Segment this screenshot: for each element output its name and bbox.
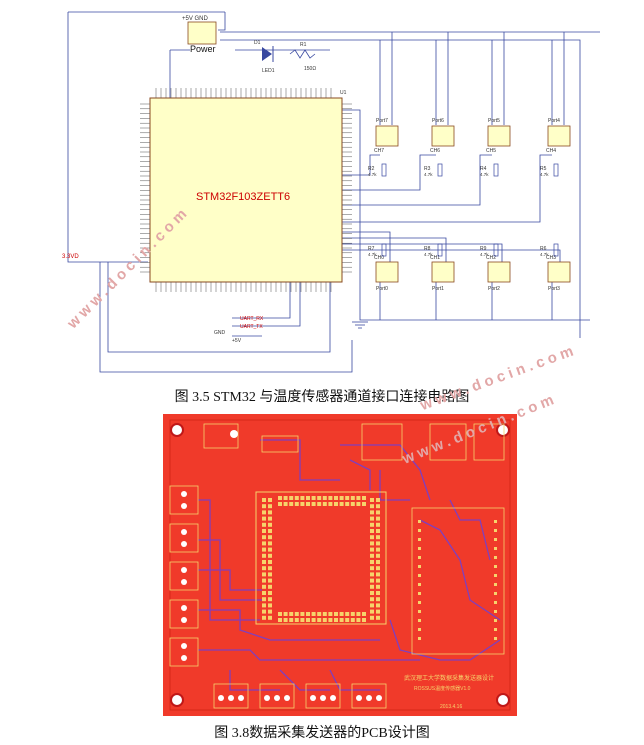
svg-text:U1: U1 <box>340 90 347 96</box>
power-connector <box>187 21 217 45</box>
pullup-resistor <box>493 163 499 177</box>
chip-label: CH2 <box>486 255 496 261</box>
schematic-figure: +5V GND Power D1 LED1 R1 150Ω STM32F103Z… <box>62 11 600 373</box>
pcb-sensor-connector <box>169 561 199 591</box>
svg-text:2013.4.16: 2013.4.16 <box>440 704 462 710</box>
pullup-resistor <box>553 243 559 257</box>
svg-text:LED1: LED1 <box>262 68 275 74</box>
svg-text:D1: D1 <box>254 40 261 46</box>
pcb-bottom-connector <box>213 683 249 709</box>
resistor-r1 <box>289 49 316 59</box>
figure2-caption: 图 3.8数据采集发送器的PCB设计图 <box>214 726 430 741</box>
pcb-mcu-footprint <box>255 491 387 625</box>
svg-text:R1: R1 <box>300 42 307 48</box>
mcu-chip <box>149 97 343 283</box>
pullup-resistor <box>381 163 387 177</box>
chip-label: CH0 <box>374 255 384 261</box>
res-value: 4.7k <box>540 252 549 257</box>
res-value: 4.7k <box>368 172 377 177</box>
pullup-resistor <box>553 163 559 177</box>
svg-text:3.3VD: 3.3VD <box>62 254 79 260</box>
sensor-connector <box>547 125 571 147</box>
pcb-bottom-connector <box>305 683 341 709</box>
res-value: 4.7k <box>480 252 489 257</box>
led-symbol <box>262 47 272 61</box>
pcb-board <box>163 414 517 716</box>
board-version-text: ROSSUS温度传感器V1.0 <box>414 685 471 692</box>
pullup-resistor <box>493 243 499 257</box>
res-ref: R7 <box>368 246 375 252</box>
port-label: Port5 <box>488 118 500 124</box>
port-label: Port6 <box>432 118 444 124</box>
pcb-bottom-connector <box>259 683 295 709</box>
sensor-connector <box>487 261 511 283</box>
pcb-sensor-connector <box>169 485 199 515</box>
chip-label: CH1 <box>430 255 440 261</box>
chip-label: CH7 <box>374 148 384 154</box>
pcb-sensor-connector <box>169 599 199 629</box>
figure1-caption: 图 3.5 STM32 与温度传感器通道接口连接电路图 <box>174 390 470 405</box>
pullup-resistor <box>437 243 443 257</box>
res-ref: R6 <box>540 246 547 252</box>
sensor-connector <box>431 261 455 283</box>
res-value: 4.7k <box>540 172 549 177</box>
sensor-connector <box>375 125 399 147</box>
res-value: 4.7k <box>424 252 433 257</box>
power-label: Power <box>190 44 216 54</box>
chip-label: CH4 <box>546 148 556 154</box>
sensor-connector <box>375 261 399 283</box>
res-ref: R9 <box>480 246 487 252</box>
port-label: Port0 <box>376 286 388 292</box>
pullup-resistor <box>437 163 443 177</box>
res-ref: R8 <box>424 246 431 252</box>
res-ref: R3 <box>424 166 431 172</box>
svg-text:150Ω: 150Ω <box>304 66 316 72</box>
res-value: 4.7k <box>424 172 433 177</box>
pullup-resistor <box>381 243 387 257</box>
mcu-label: STM32F103ZETT6 <box>196 191 290 203</box>
port-label: Port3 <box>548 286 560 292</box>
port-label: Port1 <box>432 286 444 292</box>
res-ref: R5 <box>540 166 547 172</box>
pcb-sensor-connector <box>169 637 199 667</box>
res-value: 4.7k <box>480 172 489 177</box>
board-title-text: 武汉理工大学数据采集发送器设计 <box>404 674 494 682</box>
chip-label: CH3 <box>546 255 556 261</box>
res-ref: R4 <box>480 166 487 172</box>
port-label: Port4 <box>548 118 560 124</box>
sensor-connector <box>487 125 511 147</box>
port-label: Port2 <box>488 286 500 292</box>
res-ref: R2 <box>368 166 375 172</box>
svg-text:+5V: +5V <box>232 338 242 344</box>
sensor-connector <box>431 125 455 147</box>
svg-text:UART_RX: UART_RX <box>240 316 264 322</box>
svg-text:+5V GND: +5V GND <box>182 16 209 22</box>
svg-text:GND: GND <box>214 330 226 336</box>
pcb-sensor-connector <box>169 523 199 553</box>
pcb-bottom-connector <box>351 683 387 709</box>
chip-label: CH6 <box>430 148 440 154</box>
res-value: 4.7k <box>368 252 377 257</box>
svg-text:UART_TX: UART_TX <box>240 324 263 330</box>
port-label: Port7 <box>376 118 388 124</box>
sensor-connector <box>547 261 571 283</box>
chip-label: CH5 <box>486 148 496 154</box>
